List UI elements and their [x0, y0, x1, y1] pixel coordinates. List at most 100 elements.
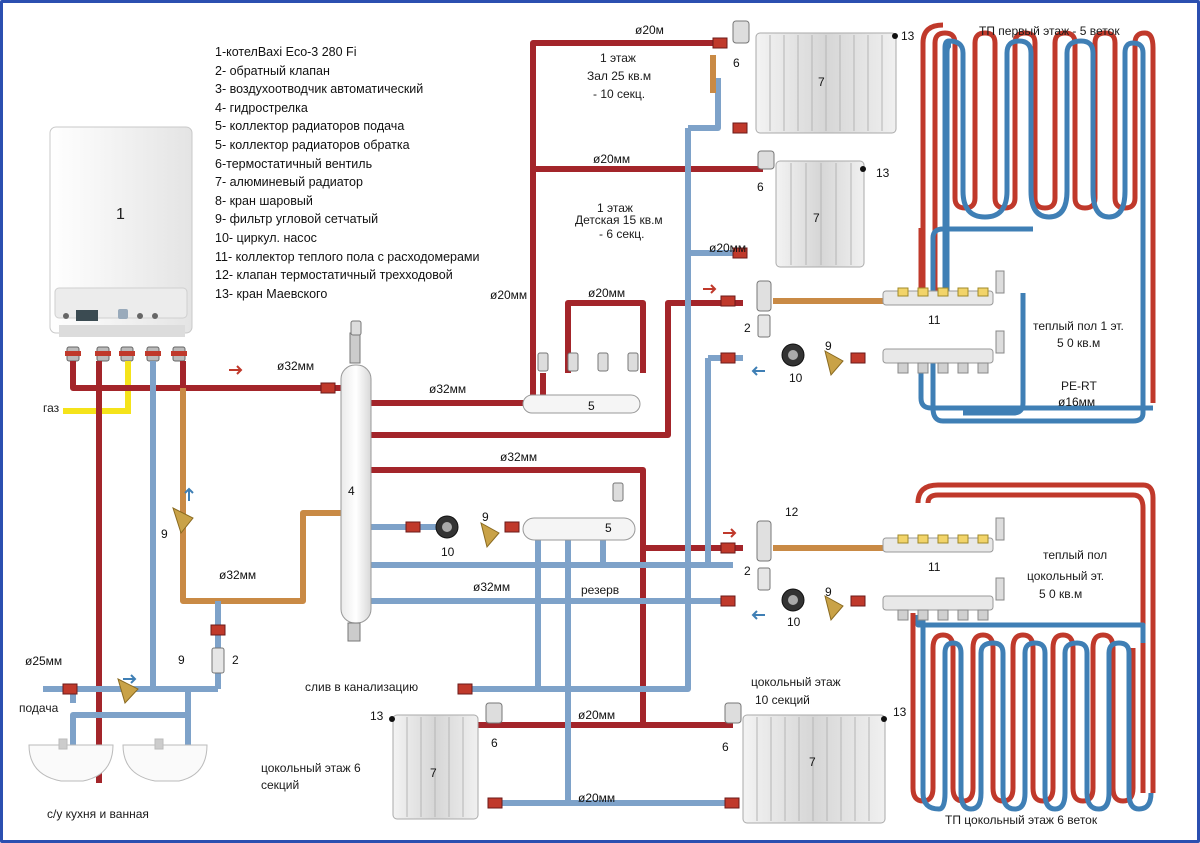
num-13: 13 — [370, 709, 384, 723]
floor-loops-basement — [910, 482, 1156, 812]
dim-32mm: ø32мм — [500, 450, 538, 464]
num-5: 5 — [588, 399, 595, 413]
legend-item: 11- коллектор теплого пола с расходомера… — [215, 249, 480, 264]
num-2: 2 — [232, 653, 239, 667]
floor-loops-first — [918, 22, 1156, 424]
drain-label: слив в канализацию — [305, 680, 419, 694]
dim-20mm: ø20мм — [578, 708, 616, 722]
num-6: 6 — [757, 180, 764, 194]
warm-floor0-line2: цокольный эт. — [1027, 569, 1105, 583]
legend-item: 13- кран Маевского — [215, 286, 328, 301]
filters — [117, 350, 844, 704]
num-11: 11 — [928, 560, 941, 574]
num-6: 6 — [722, 740, 729, 754]
hydraulic-separator — [340, 332, 372, 642]
dim-32mm: ø32мм — [277, 359, 315, 373]
warm-floor1-line2: 5 0 кв.м — [1057, 336, 1101, 350]
dim-32mm: ø32мм — [219, 568, 257, 582]
legend-item: 7- алюминевый радиатор — [215, 175, 363, 190]
num-4: 4 — [348, 484, 355, 498]
supply-pipes — [70, 40, 763, 783]
num-10: 10 — [787, 615, 801, 629]
legend-item: 8- кран шаровый — [215, 193, 313, 208]
thermostatic-valves — [485, 20, 775, 724]
dim-20mm: ø20мм — [593, 152, 631, 166]
legend-item: 4- гидрострелка — [215, 100, 308, 115]
legend-item: 5- коллектор радиаторов обратка — [215, 137, 410, 152]
num-11: 11 — [928, 313, 941, 327]
radiator-basement-10 — [742, 714, 886, 824]
dim-20mm: ø20мм — [588, 286, 626, 300]
auto-air-vents — [350, 320, 639, 502]
room-child-line3: - 6 секц. — [599, 227, 645, 241]
flow-arrows — [123, 284, 765, 684]
three-way-valves — [756, 280, 772, 562]
radiator-fins — [406, 35, 883, 821]
room-child-line2: Детская 15 кв.м — [575, 213, 663, 227]
dim-25mm: ø25мм — [25, 654, 63, 668]
warm-floor1-line1: теплый пол 1 эт. — [1033, 319, 1124, 333]
boiler-valves — [65, 346, 187, 362]
dim-32mm: ø32мм — [429, 382, 467, 396]
room-child-line1: 1 этаж — [597, 201, 633, 215]
warm-floor0-line3: 5 0 кв.м — [1039, 587, 1083, 601]
floor-collector-first — [882, 270, 1005, 374]
num-2: 2 — [744, 321, 751, 335]
room-hall-line3: - 10 секц. — [593, 87, 646, 101]
dim-16mm: ø16мм — [1058, 395, 1096, 409]
room-basement6-line2: секций — [261, 778, 300, 792]
pumps — [435, 343, 805, 612]
air-vents — [389, 33, 898, 722]
floor0-loops-title: ТП цокольный этаж 6 веток — [945, 813, 1098, 827]
supply-label: подача — [19, 701, 59, 715]
room-basement10-line1: цокольный этаж — [751, 675, 841, 689]
dim-20m: ø20м — [635, 23, 664, 37]
num-12: 12 — [785, 505, 799, 519]
pert-label: PE-RT — [1061, 379, 1097, 393]
legend-item: 1-котелBaxi Eco-3 280 Fi — [215, 45, 357, 59]
radiator-collector-return — [522, 517, 636, 541]
sinks-label: с/у кухня и ванная — [47, 807, 149, 821]
reserve-label: резерв — [581, 583, 620, 597]
radiator-child — [775, 160, 865, 268]
legend-item: 3- воздухоотводчик автоматический — [215, 82, 424, 97]
num-7: 7 — [818, 75, 825, 89]
boiler — [49, 126, 193, 337]
sinks — [28, 738, 208, 782]
num-6: 6 — [733, 56, 740, 70]
gas-label: газ — [43, 401, 60, 415]
num-6: 6 — [491, 736, 498, 750]
ball-valves — [62, 37, 866, 809]
legend-item: 10- циркул. насос — [215, 230, 317, 245]
heating-schematic — [28, 20, 1156, 824]
room-basement10-line2: 10 секций — [755, 693, 810, 707]
legend-item: 2- обратный клапан — [215, 63, 330, 78]
room-basement6-line1: цокольный этаж 6 — [261, 761, 361, 775]
legend-item: 12- клапан термостатичный трехходовой — [215, 268, 453, 283]
dim-20mm: ø20мм — [578, 791, 616, 805]
check-valves — [211, 314, 771, 674]
legend-item: 9- фильтр угловой сетчатый — [215, 212, 379, 227]
num-9: 9 — [825, 585, 832, 599]
dim-32mm: ø32мм — [473, 580, 511, 594]
num-9: 9 — [178, 653, 185, 667]
legend: 1-котелBaxi Eco-3 280 Fi 2- обратный кла… — [215, 43, 480, 303]
return-pipes — [43, 78, 743, 806]
num-13: 13 — [876, 166, 890, 180]
num-9: 9 — [161, 527, 168, 541]
num-5: 5 — [605, 521, 612, 535]
dim-20mm: ø20мм — [709, 241, 747, 255]
num-10: 10 — [789, 371, 803, 385]
num-13: 13 — [901, 29, 915, 43]
warm-floor0-line1: теплый пол — [1043, 548, 1108, 562]
num-10: 10 — [441, 545, 455, 559]
floor-collector-basement — [882, 517, 1005, 621]
floor1-loops-title: ТП первый этаж - 5 веток — [979, 24, 1120, 38]
radiator-collector-supply — [522, 394, 641, 414]
boiler-label: 1 — [116, 206, 125, 223]
legend-item: 6-термостатичный вентиль — [215, 156, 373, 171]
num-2: 2 — [744, 564, 751, 578]
num-9: 9 — [482, 510, 489, 524]
num-9: 9 — [825, 339, 832, 353]
